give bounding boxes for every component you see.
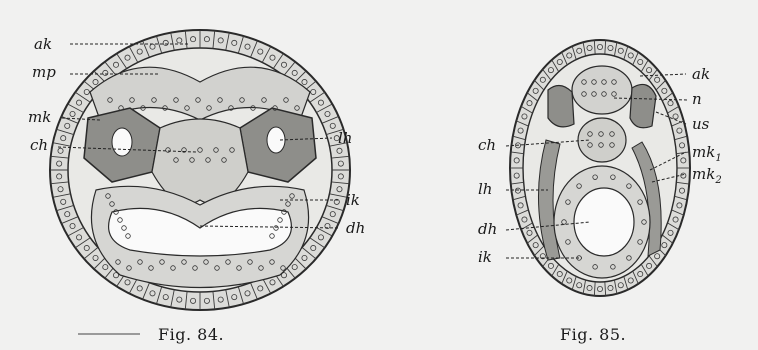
gut-cavity bbox=[574, 188, 634, 256]
label-mk1: mk1 bbox=[692, 143, 722, 164]
caption-fig-84: Fig. 84. bbox=[158, 325, 224, 344]
label-mp: mp bbox=[32, 63, 56, 81]
somite-left bbox=[548, 85, 574, 126]
label-n: n bbox=[692, 90, 702, 108]
label-dh: dh bbox=[346, 219, 365, 237]
figure-85: ak n us mk1 mk2 ch lh dh ik Fig. 85. bbox=[478, 40, 722, 344]
body-cavity-left bbox=[112, 128, 132, 156]
label-lh: lh bbox=[478, 180, 492, 198]
label-dh: dh bbox=[478, 220, 497, 238]
label-ch: ch bbox=[478, 136, 496, 154]
figure-84: ak mp mk ch lh ik dh Fig. 84. bbox=[28, 30, 365, 344]
label-mk2: mk2 bbox=[692, 165, 722, 186]
chorda bbox=[578, 118, 626, 162]
label-ik: ik bbox=[478, 248, 492, 266]
somite-right bbox=[630, 84, 656, 127]
label-us: us bbox=[692, 115, 710, 133]
label-lh: lh bbox=[338, 129, 352, 147]
label-ak: ak bbox=[692, 65, 710, 83]
label-mk: mk bbox=[28, 108, 51, 126]
caption-fig-85: Fig. 85. bbox=[560, 325, 626, 344]
neural-tube bbox=[572, 66, 632, 114]
label-ch: ch bbox=[30, 136, 48, 154]
label-ik: ik bbox=[346, 191, 360, 209]
label-ak: ak bbox=[34, 35, 52, 53]
